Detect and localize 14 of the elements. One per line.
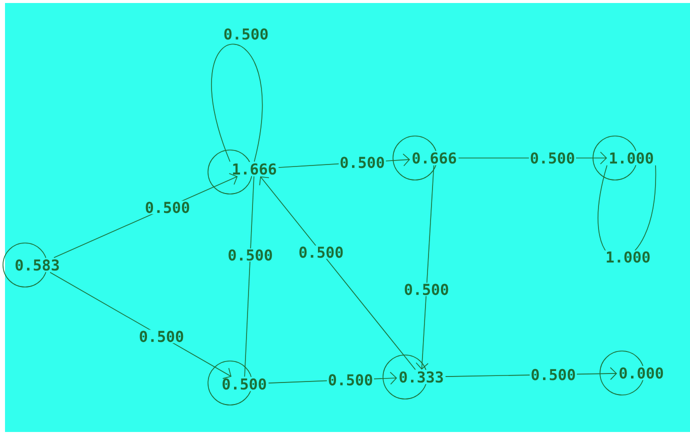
edge-label: 1.000	[604, 250, 652, 264]
edge-label: 0.500	[226, 248, 274, 262]
arrow	[50, 272, 232, 379]
edge-label: 0.500	[528, 151, 576, 165]
edge-label: 0.500	[222, 27, 270, 41]
arrow	[259, 176, 416, 370]
edge-label: 0.500	[402, 282, 450, 296]
edge-label: 0.500	[338, 156, 386, 170]
edge-label: 0.500	[326, 373, 374, 386]
edge-label: 0.500	[530, 368, 577, 382]
edge-label: 0.500	[138, 330, 186, 344]
edge-label: 0.500	[298, 246, 345, 259]
arrow	[416, 164, 434, 370]
edge-label: 0.500	[144, 200, 192, 214]
